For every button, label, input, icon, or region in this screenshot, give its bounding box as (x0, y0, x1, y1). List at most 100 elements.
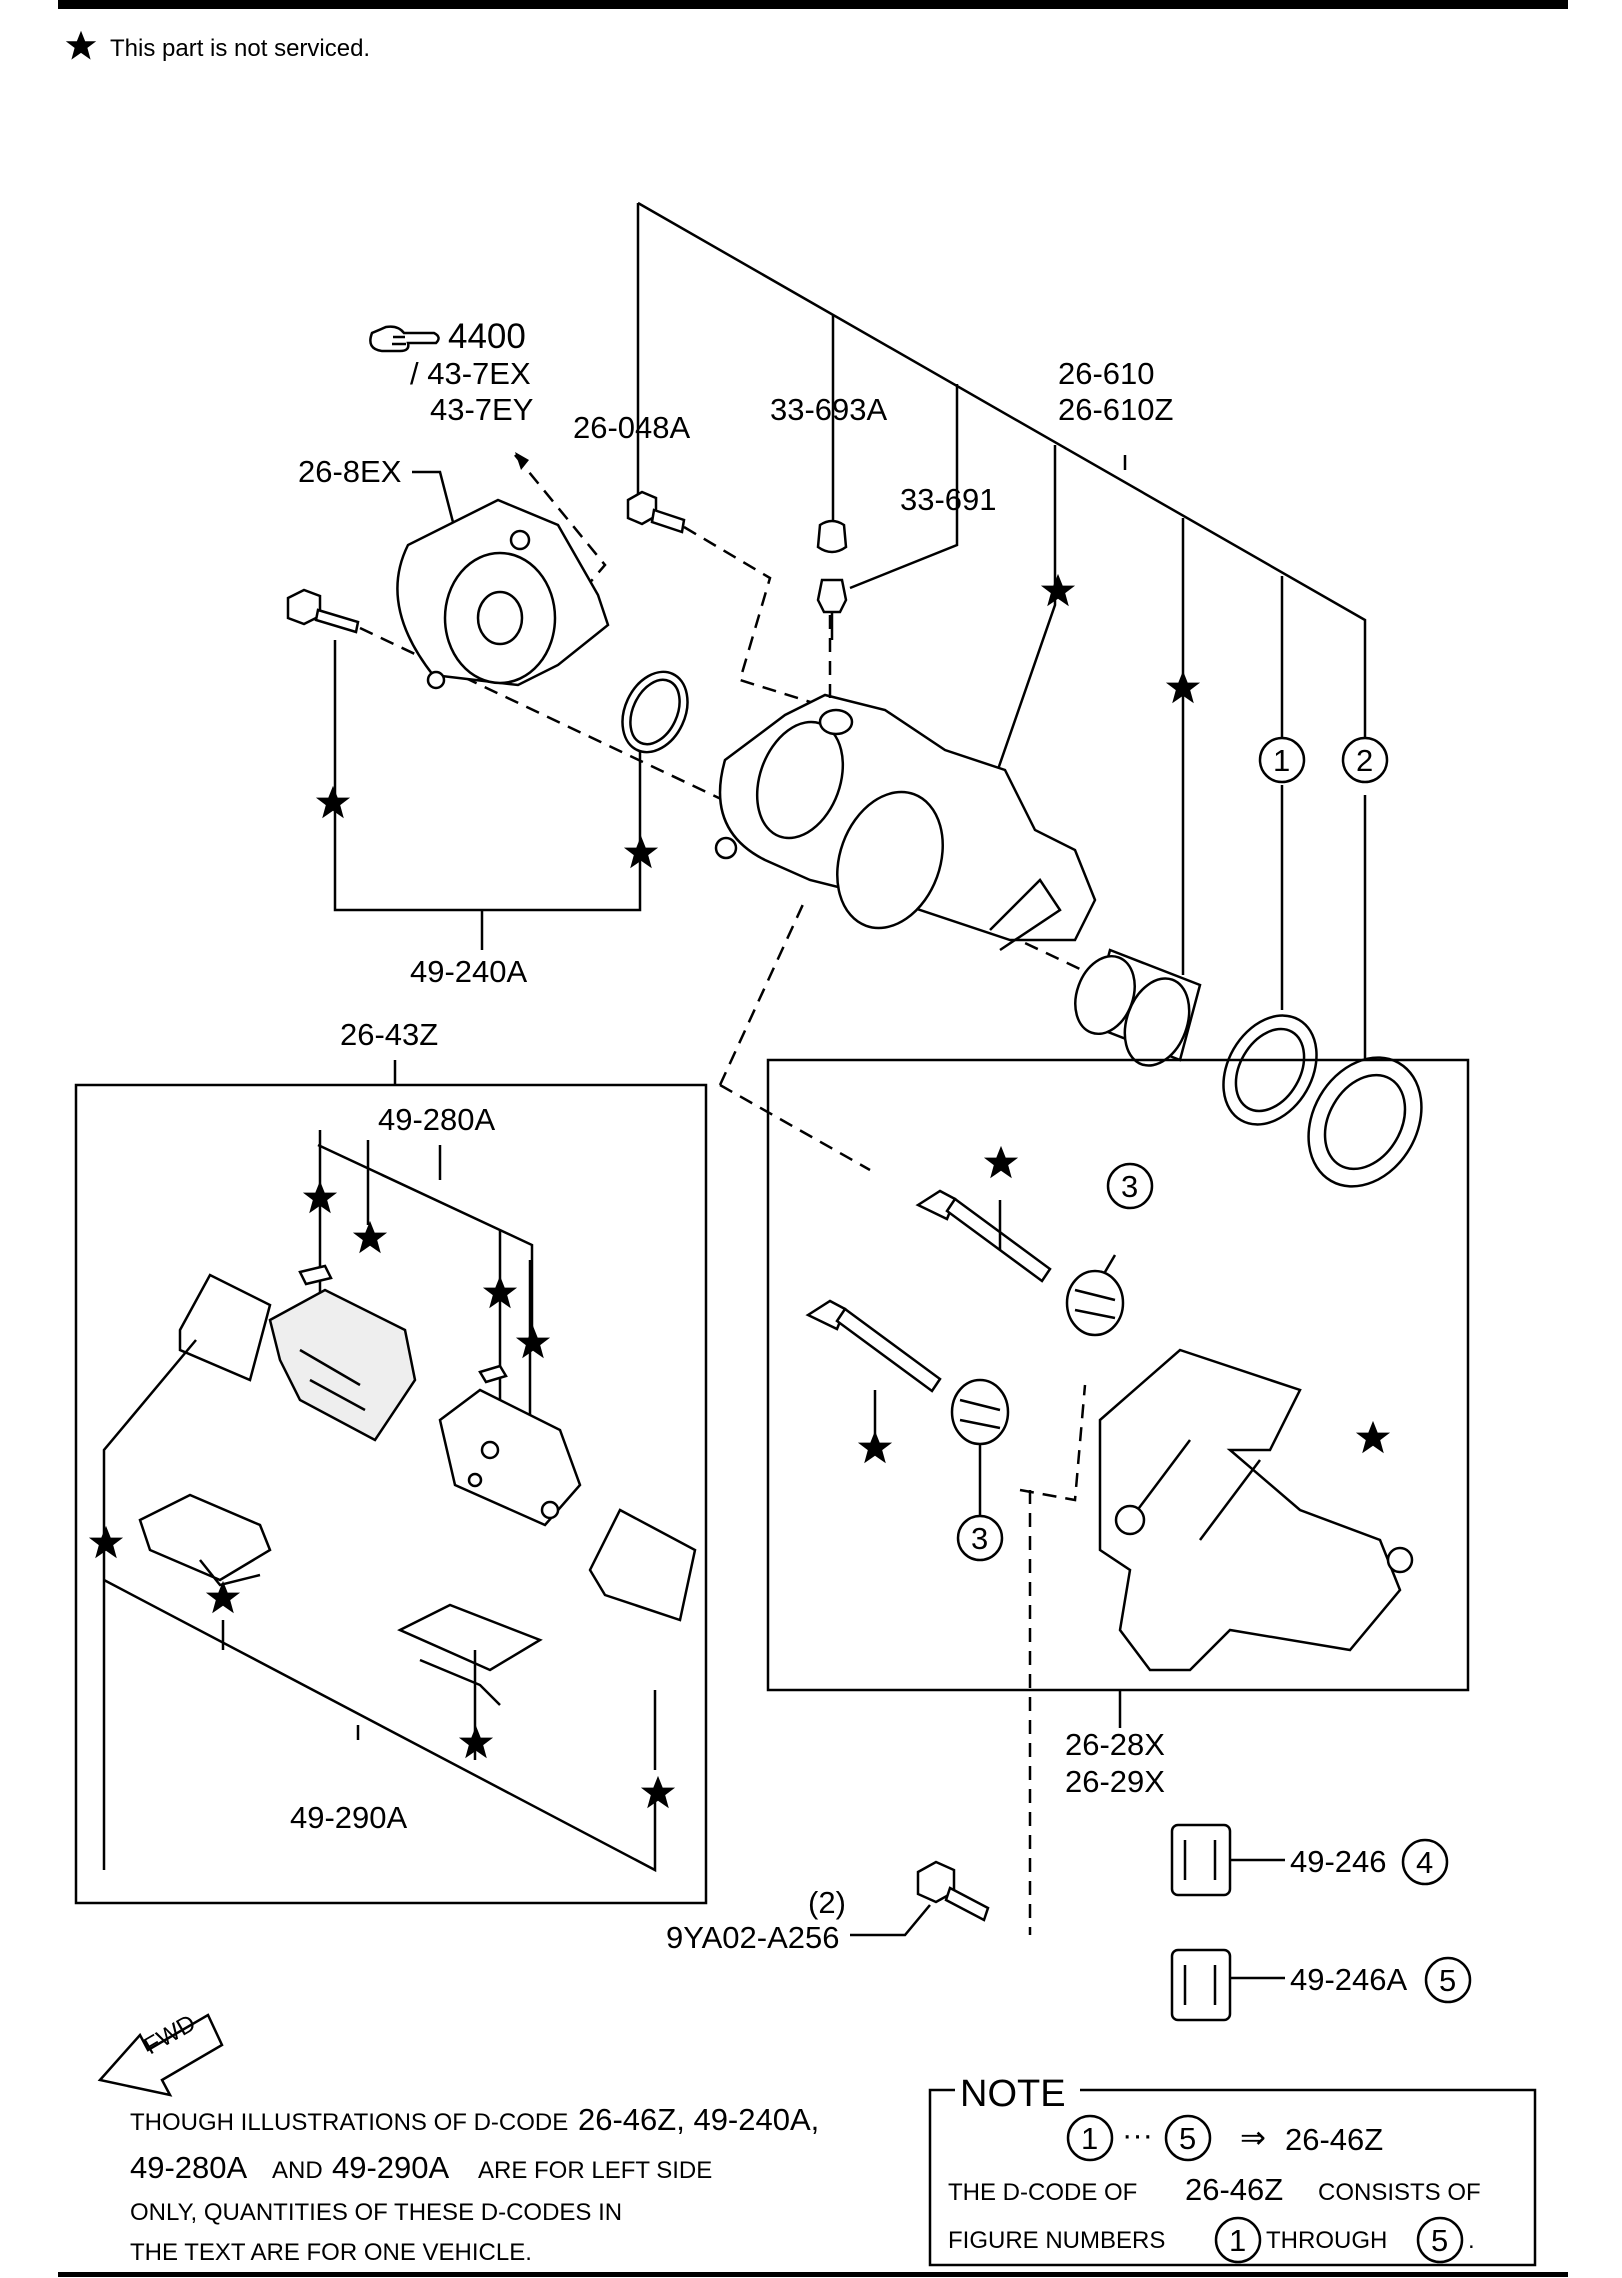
not-serviced-star-icon (515, 1325, 551, 1359)
pad-retaining-spring (397, 1603, 543, 1706)
not-serviced-star-icon (352, 1220, 388, 1254)
note-code: 26-46Z (1285, 2122, 1383, 2157)
callout-1-num: 1 (1273, 743, 1290, 778)
callout-3-num: 3 (971, 1521, 988, 1556)
callout-4-num: 4 (1416, 1845, 1433, 1880)
parking-brake-actuator (396, 498, 610, 690)
top-border (58, 0, 1568, 9)
bleeder-screw (816, 578, 848, 640)
callout-3-num: 3 (1121, 1169, 1138, 1204)
note-box (928, 2088, 1537, 2267)
note-title: NOTE (960, 2073, 1066, 2115)
not-serviced-star-icon (640, 1775, 676, 1809)
note-dots: ··· (1122, 2117, 1153, 2152)
note-circle-1-num: 1 (1081, 2121, 1098, 2156)
brake-pad-inner (268, 1288, 417, 1442)
pad-shim-left (178, 1273, 272, 1382)
guide-pin-boot-lower (950, 1378, 1010, 1446)
note-arrow: ⇒ (1240, 2120, 1266, 2155)
note-line2b: 26-46Z (1185, 2172, 1283, 2207)
footnote-line2b: AND (272, 2157, 323, 2184)
note-circle-5b (1416, 2216, 1464, 2264)
label-26-610: 26-610 (1058, 356, 1155, 391)
label-26-43Z: 26-43Z (340, 1017, 438, 1052)
not-serviced-star-icon (315, 785, 351, 819)
callout-5 (1424, 1956, 1472, 2004)
note-line2a: THE D-CODE OF (948, 2179, 1137, 2206)
pad-wear-indicator-clip (1170, 1823, 1232, 1897)
label-9YA02-A256: 9YA02-A256 (666, 1920, 840, 1955)
not-serviced-star-icon (983, 1145, 1019, 1179)
ref-arrow-icon (515, 452, 529, 470)
legend-star-icon (65, 30, 97, 60)
label-49-290A: 49-290A (290, 1800, 408, 1835)
bleeder-cap (816, 519, 848, 554)
note-circle-5b-num: 5 (1431, 2223, 1448, 2258)
pad-shim-right (588, 1508, 697, 1622)
pad-clip (298, 1264, 333, 1286)
pointing-hand-icon (369, 325, 440, 353)
label-49-280A: 49-280A (378, 1102, 496, 1137)
bracket-box (766, 1058, 1470, 1692)
label-33-691: 33-691 (900, 482, 997, 517)
o-ring (621, 670, 689, 754)
footnote-line2c: 49-290A (332, 2150, 450, 2185)
note-circle-5 (1164, 2114, 1212, 2162)
piston-seal (1222, 1014, 1318, 1126)
not-serviced-star-icon (205, 1580, 241, 1614)
label-49-246A: 49-246A (1290, 1962, 1408, 1997)
not-serviced-star-icon (88, 1525, 124, 1559)
bracket-bolt (916, 1860, 990, 1922)
note-period: . (1468, 2227, 1475, 2254)
footnote-line4: THE TEXT ARE FOR ONE VEHICLE. (130, 2239, 532, 2266)
pad-retaining-spring (138, 1493, 272, 1587)
piston (1074, 948, 1202, 1067)
footnote-line2d: ARE FOR LEFT SIDE (478, 2157, 712, 2184)
footnote-line1a: THOUGH ILLUSTRATIONS OF D-CODE (130, 2109, 568, 2136)
forward-direction-icon (97, 2013, 224, 2097)
note-line2c: CONSISTS OF (1318, 2179, 1481, 2206)
callout-5-num: 5 (1439, 1963, 1456, 1998)
note-line3a: FIGURE NUMBERS (948, 2227, 1165, 2254)
bottom-border (58, 2272, 1568, 2277)
note-circle-1 (1066, 2114, 1114, 2162)
bolt-26-048A (626, 490, 686, 534)
label-26-29X: 26-29X (1065, 1764, 1165, 1799)
note-circle-1b (1214, 2216, 1262, 2264)
note-circle-5-num: 5 (1179, 2121, 1196, 2156)
footnote-line2a: 49-280A (130, 2150, 248, 2185)
caliper-mounting-bracket (1098, 1348, 1414, 1672)
label-26-610Z: 26-610Z (1058, 392, 1173, 427)
label-qty-2: (2) (808, 1885, 846, 1920)
note-line3b: THROUGH (1266, 2227, 1387, 2254)
legend-text: This part is not serviced. (110, 35, 370, 62)
not-serviced-star-icon (1040, 573, 1076, 607)
footnote-line3: ONLY, QUANTITIES OF THESE D-CODES IN (130, 2199, 622, 2226)
caliper-body (714, 693, 1097, 952)
caliper-bolt (286, 588, 360, 634)
not-serviced-star-icon (1355, 1420, 1391, 1454)
footnote-line1b: 26-46Z, 49-240A, (578, 2102, 819, 2137)
label-49-240A: 49-240A (410, 954, 528, 989)
label-49-246: 49-246 (1290, 1844, 1387, 1879)
callout-3 (1106, 1162, 1154, 1210)
label-26-8EX: 26-8EX (298, 454, 402, 489)
ref-43-7EY: 43-7EY (430, 392, 533, 427)
callout-2-num: 2 (1356, 743, 1373, 778)
label-26-048A: 26-048A (573, 410, 691, 445)
label-26-28X: 26-28X (1065, 1727, 1165, 1762)
page-ref-4400: 4400 (448, 317, 526, 356)
ref-43-7EX: / 43-7EX (410, 356, 531, 391)
pad-kit-box (74, 1083, 708, 1905)
pad-clip (478, 1364, 508, 1384)
guide-pin-lower (805, 1299, 942, 1393)
callout-2 (1341, 736, 1389, 784)
pad-wear-indicator-clip (1170, 1948, 1232, 2022)
label-33-693A: 33-693A (770, 392, 888, 427)
dust-boot (1307, 1056, 1423, 1188)
callout-1 (1258, 736, 1306, 784)
guide-pin-upper (915, 1189, 1052, 1283)
brake-pad-outer (438, 1388, 582, 1527)
callout-4 (1401, 1838, 1449, 1886)
